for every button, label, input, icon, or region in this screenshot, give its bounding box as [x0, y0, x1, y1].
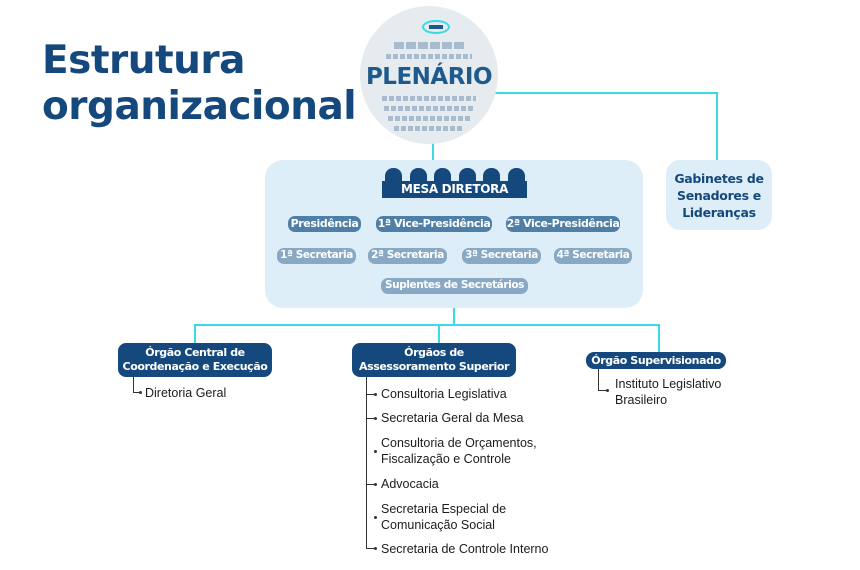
plenario-label: PLENÁRIO: [365, 64, 493, 90]
bullet-dot: [374, 417, 377, 420]
connector-orgao-3: [658, 324, 660, 352]
list-item[interactable]: Instituto Legislativo Brasileiro: [615, 377, 722, 407]
list-item[interactable]: Diretoria Geral: [145, 386, 227, 400]
orgaos-assessoramento-label-1: Órgãos de: [404, 346, 464, 359]
bullet-dot: [374, 393, 377, 396]
bullet-dot: [374, 547, 377, 550]
bullet-dot: [374, 516, 377, 519]
orgaos-assessoramento-label-2: Assessoramento Superior: [358, 360, 510, 373]
pill-suplentes[interactable]: Suplentes de Secretários: [381, 278, 528, 294]
orgao-central-label-1: Órgão Central de: [145, 346, 245, 359]
bullet-dot: [139, 391, 142, 394]
connector-plenario-gabinetes-h: [494, 92, 718, 94]
orgao-supervisionado-label: Órgão Supervisionado: [591, 353, 721, 367]
tree-tick: [598, 390, 607, 392]
tree-tick: [133, 392, 140, 394]
connector-orgao-2: [438, 324, 440, 344]
mesa-chairs-icon: [385, 168, 525, 182]
list-item[interactable]: Secretaria de Controle Interno: [381, 542, 549, 556]
orgao-supervisionado-header[interactable]: Órgão Supervisionado: [586, 352, 726, 369]
tree-tick: [366, 418, 375, 420]
pill-1-secretaria[interactable]: 1ª Secretaria: [277, 248, 356, 264]
mesa-diretora-panel: MESA DIRETORA Presidência 1ª Vice-Presid…: [265, 160, 643, 308]
pill-1-vice-presidencia[interactable]: 1ª Vice-Presidência: [376, 216, 492, 232]
page-title: Estrutura organizacional: [42, 38, 357, 130]
tree-tick: [366, 484, 375, 486]
connector-mesa-down: [453, 308, 455, 325]
pill-4-secretaria[interactable]: 4ª Secretaria: [554, 248, 632, 264]
tree-line-assessoramento: [366, 377, 367, 549]
list-item[interactable]: Secretaria Geral da Mesa: [381, 411, 524, 425]
list-item[interactable]: Advocacia: [381, 477, 439, 491]
list-item[interactable]: Consultoria Legislativa: [381, 387, 507, 401]
connector-orgaos-h: [194, 324, 660, 326]
mesa-diretora-label[interactable]: MESA DIRETORA: [382, 181, 527, 198]
plenario-mesa-icon: [422, 20, 450, 34]
bullet-dot: [374, 483, 377, 486]
orgaos-assessoramento-header[interactable]: Órgãos de Assessoramento Superior: [352, 343, 516, 377]
orgao-central-label-2: Coordenação e Execução: [122, 360, 268, 373]
title-line-2: organizacional: [42, 84, 357, 129]
list-item[interactable]: Consultoria de Orçamentos, Fiscalização …: [381, 436, 537, 466]
orgao-central-header[interactable]: Órgão Central de Coordenação e Execução: [118, 343, 272, 377]
connector-orgao-1: [194, 324, 196, 344]
tree-line-orgao-central: [133, 377, 134, 393]
pill-2-secretaria[interactable]: 2ª Secretaria: [368, 248, 447, 264]
tree-line-supervisionado: [598, 369, 599, 391]
pill-3-secretaria[interactable]: 3ª Secretaria: [462, 248, 541, 264]
bullet-dot: [606, 389, 609, 392]
bullet-dot: [374, 450, 377, 453]
gabinetes-node[interactable]: Gabinetes de Senadores e Lideranças: [666, 160, 772, 230]
pill-presidencia[interactable]: Presidência: [288, 216, 361, 232]
title-line-1: Estrutura: [42, 38, 245, 83]
tree-tick: [366, 548, 375, 550]
connector-plenario-gabinetes-v: [716, 92, 718, 162]
plenario-node[interactable]: PLENÁRIO: [360, 6, 498, 144]
pill-2-vice-presidencia[interactable]: 2ª Vice-Presidência: [506, 216, 620, 232]
list-item[interactable]: Secretaria Especial de Comunicação Socia…: [381, 502, 507, 532]
tree-tick: [366, 394, 375, 396]
